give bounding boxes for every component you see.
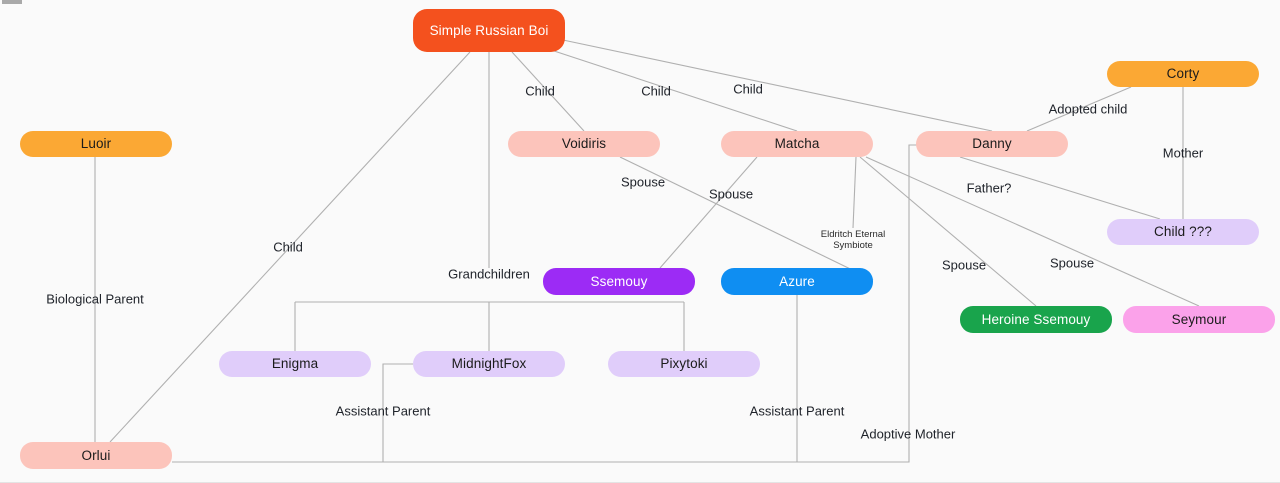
edge-label-adopted-child: Adopted child (1048, 101, 1128, 117)
node-child-unknown[interactable]: Child ??? (1107, 219, 1259, 245)
node-enigma[interactable]: Enigma (219, 351, 371, 377)
edge-label-mother: Mother (1162, 145, 1204, 161)
node-label: Luoir (80, 136, 112, 152)
edge-label-spouse-seymour: Spouse (1049, 255, 1095, 271)
node-label: Corty (1166, 66, 1200, 82)
node-label: Child ??? (1154, 224, 1212, 240)
node-label: Danny (972, 136, 1012, 152)
edge-label-adoptive-mother: Adoptive Mother (860, 426, 956, 442)
node-midnightfox[interactable]: MidnightFox (413, 351, 565, 377)
node-label: Pixytoki (660, 356, 708, 372)
node-matcha[interactable]: Matcha (721, 131, 873, 157)
node-danny[interactable]: Danny (916, 131, 1068, 157)
node-label: Voidiris (561, 136, 607, 152)
node-seymour[interactable]: Seymour (1123, 306, 1275, 333)
node-voidiris[interactable]: Voidiris (508, 131, 660, 157)
edge-label-child-orlui: Child (273, 239, 303, 255)
edge-label-grandchildren: Grandchildren (448, 266, 530, 282)
edge-matcha-azure (852, 156, 857, 229)
node-pixytoki[interactable]: Pixytoki (608, 351, 760, 377)
edge-label-spouse-heroine: Spouse (941, 257, 987, 273)
edge-label-assistant-parent-2: Assistant Parent (749, 403, 845, 419)
edge-label-child-matcha: Child (641, 83, 671, 99)
node-label: Matcha (774, 136, 820, 152)
edge-label-biological-parent: Biological Parent (46, 291, 144, 307)
edge-label-father-q: Father? (966, 180, 1012, 196)
node-luoir[interactable]: Luoir (20, 131, 172, 157)
node-label: MidnightFox (451, 356, 527, 372)
node-label: Enigma (271, 356, 319, 372)
node-orlui[interactable]: Orlui (20, 442, 172, 469)
node-corty[interactable]: Corty (1107, 61, 1259, 87)
node-azure[interactable]: Azure (721, 268, 873, 295)
node-ssemouy[interactable]: Ssemouy (543, 268, 695, 295)
edge-label-child-danny: Child (733, 81, 763, 97)
edge-matcha-heroine (859, 156, 1037, 307)
node-label: Azure (779, 273, 815, 289)
node-label: Simple Russian Boi (429, 22, 549, 38)
node-heroine-ssemouy[interactable]: Heroine Ssemouy (960, 306, 1112, 333)
edge-label-spouse-matcha: Spouse (708, 186, 754, 202)
edge-azure-assistant (172, 295, 798, 463)
edge-matcha-ssemouy (659, 156, 758, 269)
edge-label-assistant-parent-1: Assistant Parent (335, 403, 431, 419)
window-edge-artifact (2, 0, 22, 4)
node-label: Seymour (1171, 311, 1227, 327)
edge-label-spouse-voidiris: Spouse (620, 174, 666, 190)
edge-label-child-voidiris: Child (525, 83, 555, 99)
node-label: Orlui (81, 447, 111, 463)
node-label: Heroine Ssemouy (981, 311, 1091, 327)
edge-srb-danny (562, 39, 993, 132)
node-label: Ssemouy (590, 273, 648, 289)
node-simple-russian-boi[interactable]: Simple Russian Boi (413, 9, 565, 52)
